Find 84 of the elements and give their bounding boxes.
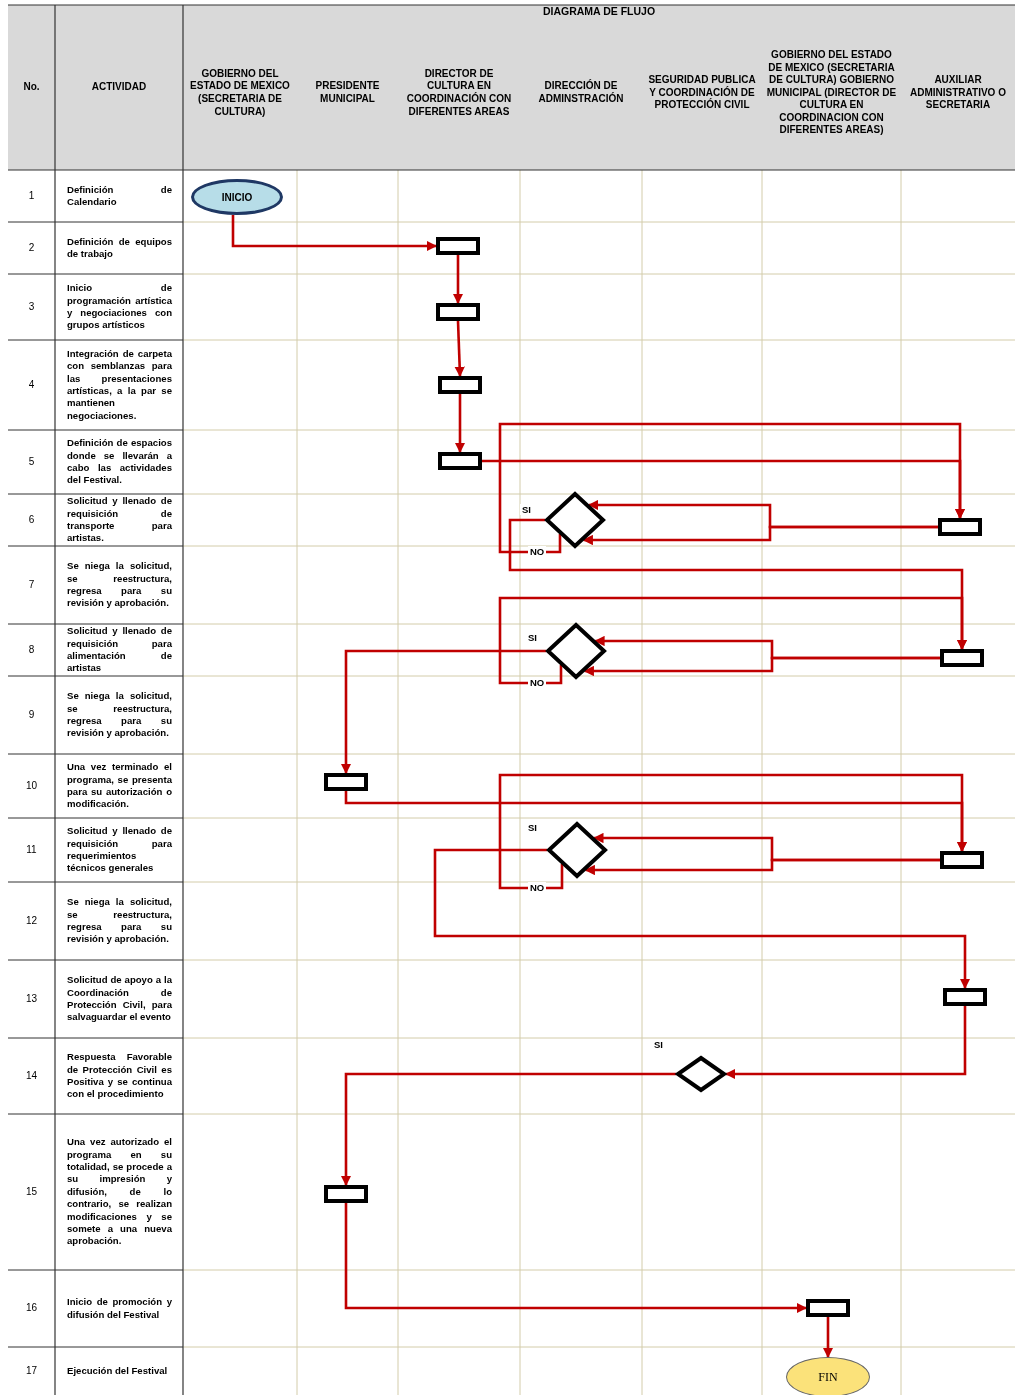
row-number: 11: [26, 843, 37, 857]
decision-diamond: [547, 822, 607, 878]
activity-text: Inicio de programación artística y negociaciones con grupos artísticos: [67, 282, 172, 332]
arrow: [344, 1203, 808, 1314]
edge-label: SI: [520, 504, 533, 515]
process-box: [438, 376, 482, 394]
row-number: 9: [28, 708, 35, 722]
row-number: 16: [25, 1302, 38, 1315]
process-box: [436, 237, 480, 255]
process-box: [938, 518, 982, 536]
process-box: [940, 851, 984, 869]
activity-text: Definición de equipos de trabajo: [67, 235, 172, 261]
arrow: [340, 649, 546, 775]
row-number: 8: [28, 643, 35, 657]
start-ellipse: INICIO: [191, 179, 283, 215]
arrow: [822, 1317, 834, 1359]
process-box: [806, 1299, 850, 1317]
row-number: 15: [25, 1185, 38, 1199]
process-box: [940, 649, 984, 667]
arrow: [498, 596, 968, 685]
decision-diamond: [545, 492, 605, 548]
row-number: 14: [25, 1069, 38, 1083]
arrow: [724, 1006, 967, 1080]
arrow: [452, 255, 464, 305]
row-number: 12: [25, 914, 38, 928]
row-number: 2: [28, 241, 35, 255]
arrow: [582, 525, 938, 546]
diagram-title: DIAGRAMA DE FLUJO: [542, 5, 656, 17]
arrow: [454, 394, 466, 454]
column-header: SEGURIDAD PUBLICA Y COORDINACIÓN DE PROTECCIÓN CIVIL: [647, 74, 757, 112]
decision-diamond: [676, 1056, 726, 1092]
edge-label: SI: [526, 822, 539, 833]
activity-text: Solicitud y llenado de requisición de transporte para artistas.: [67, 495, 172, 545]
arrow: [584, 858, 940, 876]
column-header: ACTIVIDAD: [91, 81, 147, 94]
row-number: 5: [28, 455, 35, 469]
column-header: GOBIERNO DEL ESTADO DE MEXICO (SECRETARIA DE CULTURA) GOBIERNO MUNICIPAL (DIRECTOR DE CULTURA EN COORDINACION CON DIFERENTES AREAS): [765, 48, 898, 138]
activity-text: Solicitud y llenado de requisición para alimentación de artistas: [67, 625, 172, 675]
activity-text: Integración de carpeta con semblanzas para las presentaciones artísticas, a la par se mantienen negociaciones.: [67, 347, 172, 423]
activity-text: Una vez terminado el programa, se presenta para su autorización o modificación.: [67, 761, 172, 811]
process-box: [324, 773, 368, 791]
row-number: 3: [28, 300, 35, 314]
row-number: 7: [28, 578, 35, 592]
process-box: [324, 1185, 368, 1203]
activity-text: Inicio de promoción y difusión del Festival: [67, 1296, 172, 1321]
column-header: DIRECCIÓN DE ADMINSTRACIÓN: [537, 80, 625, 106]
arrow: [433, 848, 971, 990]
edge-label: SI: [652, 1039, 665, 1050]
end-ellipse: FIN: [786, 1357, 870, 1395]
edge-label: SI: [526, 632, 539, 643]
activity-text: Definición de Calendario: [67, 183, 172, 209]
row-number: 10: [25, 779, 38, 793]
activity-text: Se niega la solicitud, se reestructura, regresa para su revisión y aprobación.: [67, 896, 172, 946]
activity-text: Solicitud y llenado de requisición para requerimientos técnicos generales: [67, 825, 172, 875]
column-header: No.: [23, 81, 40, 94]
column-header: AUXILIAR ADMINISTRATIVO O SECRETARIA: [909, 74, 1007, 112]
column-header: GOBIERNO DEL ESTADO DE MEXICO (SECRETARIA DE CULTURA): [189, 67, 291, 119]
activity-text: Ejecución del Festival: [67, 1364, 169, 1378]
process-box: [943, 988, 987, 1006]
arrow: [340, 1072, 676, 1187]
arrow: [231, 215, 438, 252]
process-box: [436, 303, 480, 321]
activity-text: Solicitud de apoyo a la Coordinación de Protección Civil, para salvaguardar el evento: [67, 974, 172, 1024]
arrow: [454, 320, 465, 378]
process-box: [438, 452, 482, 470]
row-number: 13: [25, 992, 38, 1006]
column-header: DIRECTOR DE CULTURA EN COORDINACIÓN CON DIFERENTES AREAS: [405, 67, 513, 119]
row-number: 1: [28, 189, 35, 203]
edge-label: NO: [528, 546, 547, 557]
arrow: [498, 422, 966, 554]
column-header: PRESIDENTE MUNICIPAL: [314, 80, 381, 106]
row-number: 6: [28, 513, 35, 527]
activity-text: Se niega la solicitud, se reestructura, regresa para su revisión y aprobación.: [67, 690, 172, 740]
row-number: 4: [28, 378, 35, 392]
edge-label: NO: [528, 882, 547, 893]
decision-diamond: [546, 623, 606, 679]
activity-text: Definición de espacios donde se llevarán a cabo las actividades del Festival.: [67, 437, 172, 487]
edge-label: NO: [528, 677, 547, 688]
activity-text: Una vez autorizado el programa en su totalidad, se procede a su impresión y difusión, de lo contrario, se realizan modificaciones y se somete a una nueva aprobación.: [67, 1136, 172, 1248]
arrow: [498, 773, 968, 890]
arrow: [583, 656, 940, 677]
row-number: 17: [25, 1364, 38, 1378]
activity-text: Respuesta Favorable de Protección Civil es Positiva y se continua con el procedimiento: [67, 1051, 172, 1101]
activity-text: Se niega la solicitud, se reestructura, regresa para su revisión y aprobación.: [67, 560, 172, 610]
